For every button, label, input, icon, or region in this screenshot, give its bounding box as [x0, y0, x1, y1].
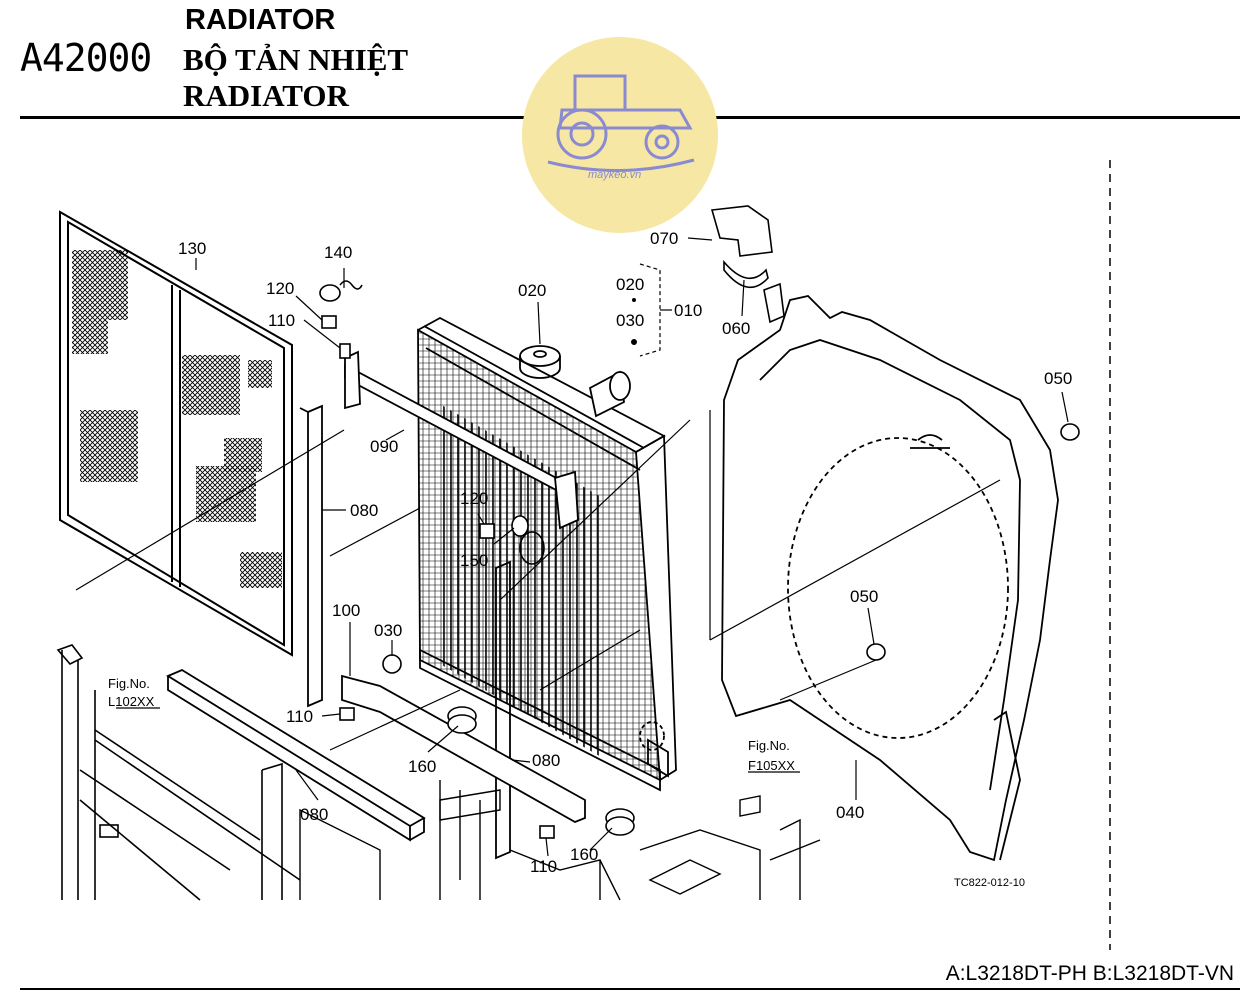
- fig-ref-right-code: F105XX: [748, 758, 795, 773]
- callout-030-set: 030: [616, 311, 644, 330]
- title-vietnamese: BỘ TẢN NHIỆT: [183, 42, 409, 77]
- callout-020-set: 020: [616, 275, 644, 294]
- callout-060: 060: [722, 319, 750, 338]
- callout-050: 050: [1044, 369, 1072, 388]
- fig-ref-right-label: Fig.No.: [748, 738, 790, 753]
- callout-120: 120: [266, 279, 294, 298]
- fig-ref-left-code: L102XX: [108, 694, 155, 709]
- watermark-text: maykeo.vn: [588, 169, 641, 181]
- fig-ref-left-label: Fig.No.: [108, 676, 150, 691]
- callout-150: 150: [460, 551, 488, 570]
- callout-090: 090: [370, 437, 398, 456]
- callout-080: 080: [350, 501, 378, 520]
- fasteners: [319, 280, 1080, 839]
- callout-050-lower: 050: [850, 587, 878, 606]
- callout-120-lower: 120: [460, 489, 488, 508]
- radiator-cap: [519, 345, 631, 418]
- callout-110-lower: 110: [530, 857, 557, 876]
- assembly-dot-small: [632, 298, 636, 302]
- lower-bracket: [341, 674, 586, 823]
- callout-140: 140: [324, 243, 352, 262]
- callout-110-mid: 110: [286, 707, 313, 726]
- callout-160: 160: [408, 757, 436, 776]
- callout-040: 040: [836, 803, 864, 822]
- callout-080-mid: 080: [532, 751, 560, 770]
- page-code: A42000: [20, 36, 152, 80]
- callout-070: 070: [650, 229, 678, 248]
- radiator-screen: [59, 210, 293, 657]
- callout-010: 010: [674, 301, 702, 320]
- callout-020: 020: [518, 281, 546, 300]
- title-alternate: RADIATOR: [183, 78, 349, 113]
- seal-bar-lower: [166, 668, 426, 842]
- fan-shroud: [721, 295, 1059, 862]
- drawing-code: TC822-012-10: [954, 877, 1025, 889]
- callout-030: 030: [374, 621, 402, 640]
- leader-lines: [75, 237, 1069, 857]
- callout-160-lower: 160: [570, 845, 598, 864]
- frame-left: [56, 644, 301, 901]
- callout-110: 110: [268, 311, 295, 330]
- shroud-grommets: [710, 205, 785, 324]
- frame-lower: [299, 780, 821, 901]
- radiator-stay: [344, 350, 579, 530]
- callout-130: 130: [178, 239, 206, 258]
- callout-080-lower: 080: [300, 805, 328, 824]
- assembly-dot: [631, 339, 637, 345]
- callout-100: 100: [332, 601, 360, 620]
- model-footer: A:L3218DT-PH B:L3218DT-VN: [945, 962, 1234, 985]
- title-english: RADIATOR: [185, 4, 336, 36]
- watermark-logo: maykeo.vn: [522, 37, 718, 233]
- footer-rule: [20, 988, 1240, 990]
